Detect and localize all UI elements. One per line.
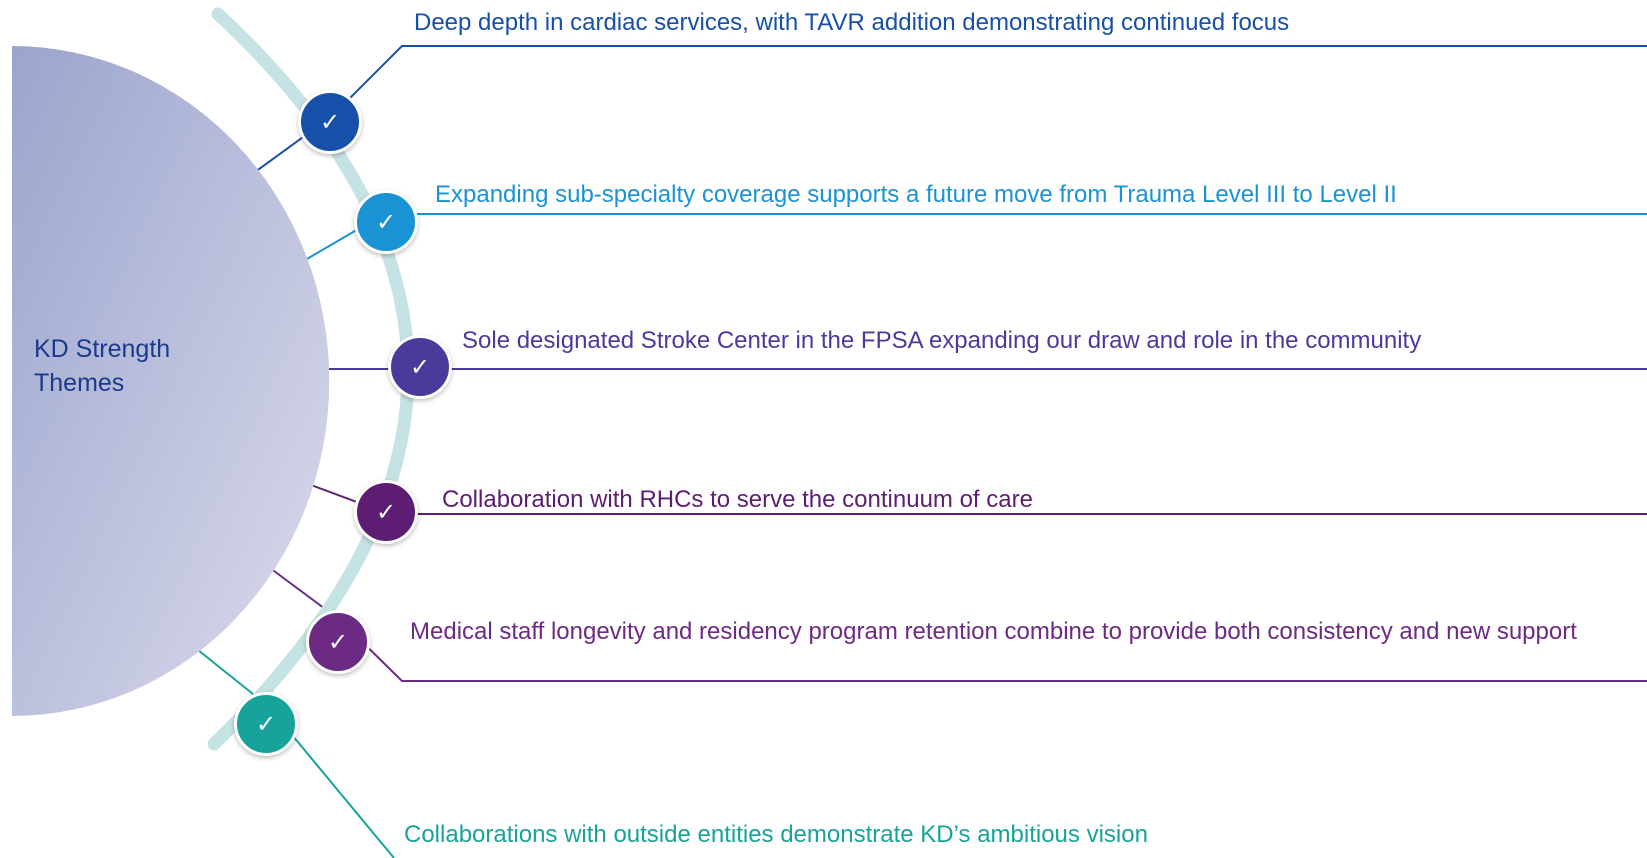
theme-item-4-text: Collaboration with RHCs to serve the con… xyxy=(442,486,1033,513)
themes-title-line-2: Themes xyxy=(34,369,125,397)
theme-item-2-text: Expanding sub-specialty coverage support… xyxy=(435,181,1397,208)
connector-line-2 xyxy=(299,213,1647,264)
check-icon: ✓ xyxy=(298,90,362,154)
connector-line-6 xyxy=(197,649,395,858)
check-icon: ✓ xyxy=(388,335,452,399)
check-icon: ✓ xyxy=(354,480,418,544)
theme-item-5-text: Medical staff longevity and residency pr… xyxy=(410,618,1577,645)
themes-title: KD Strength Themes xyxy=(34,332,254,400)
theme-item-6-text: Collaborations with outside entities dem… xyxy=(404,821,1148,848)
connector-line-1 xyxy=(243,45,1647,181)
theme-item-1-text: Deep depth in cardiac services, with TAV… xyxy=(414,9,1290,36)
connector-lines xyxy=(197,45,1647,858)
check-icon: ✓ xyxy=(354,190,418,254)
themes-title-line-1: KD Strength xyxy=(34,335,171,363)
connector-line-5 xyxy=(269,567,1647,682)
check-icon: ✓ xyxy=(306,610,370,674)
theme-item-3-text: Sole designated Stroke Center in the FPS… xyxy=(462,327,1422,354)
themes-half-circle xyxy=(12,46,330,716)
check-icon: ✓ xyxy=(234,692,298,756)
